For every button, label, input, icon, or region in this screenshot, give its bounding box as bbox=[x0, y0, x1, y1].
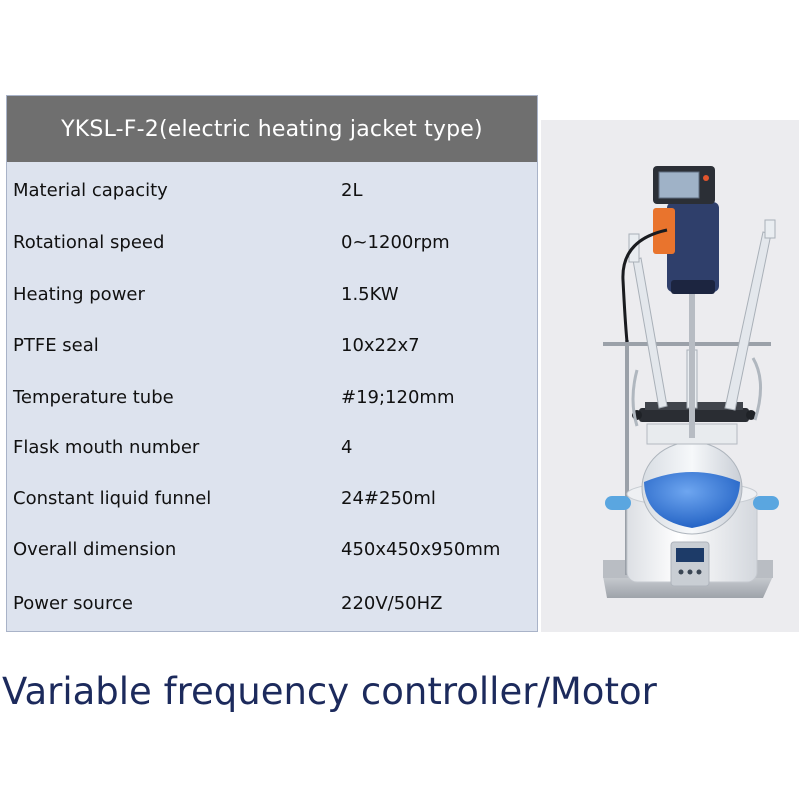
spec-value: 450x450x950mm bbox=[341, 538, 501, 560]
spec-value: 220V/50HZ bbox=[341, 592, 443, 614]
spec-label: Temperature tube bbox=[13, 386, 174, 408]
stirrer-motor bbox=[667, 202, 719, 292]
spec-label: Heating power bbox=[13, 283, 145, 305]
glass-reactor-illustration bbox=[603, 166, 779, 598]
spec-label: Flask mouth number bbox=[13, 436, 200, 458]
spec-label: Power source bbox=[13, 592, 133, 614]
spec-value: 24#250ml bbox=[341, 487, 436, 509]
spec-row-material-capacity: Material capacity 2L bbox=[7, 175, 537, 205]
mantle-handle-left bbox=[605, 496, 631, 510]
spec-rows: Material capacity 2L Rotational speed 0~… bbox=[7, 162, 537, 633]
spec-row-ptfe-seal: PTFE seal 10x22x7 bbox=[7, 330, 537, 360]
spec-table-title: YKSL-F-2(electric heating jacket type) bbox=[61, 116, 483, 142]
spec-label: PTFE seal bbox=[13, 334, 99, 356]
spec-value: #19;120mm bbox=[341, 386, 455, 408]
spec-value: 0~1200rpm bbox=[341, 231, 450, 253]
condenser-left bbox=[632, 257, 668, 409]
spec-value: 2L bbox=[341, 179, 363, 201]
spec-row-temperature-tube: Temperature tube #19;120mm bbox=[7, 382, 537, 412]
spec-row-constant-liquid-funnel: Constant liquid funnel 24#250ml bbox=[7, 483, 537, 513]
spec-label: Rotational speed bbox=[13, 231, 165, 253]
condenser-right bbox=[724, 231, 772, 411]
spec-row-heating-power: Heating power 1.5KW bbox=[7, 279, 537, 309]
spec-table: YKSL-F-2(electric heating jacket type) M… bbox=[6, 95, 538, 632]
spec-value: 10x22x7 bbox=[341, 334, 420, 356]
speed-controller-screen bbox=[658, 171, 700, 199]
spec-value: 4 bbox=[341, 436, 353, 458]
reactor-product-photo bbox=[541, 120, 799, 632]
spec-label: Overall dimension bbox=[13, 538, 177, 560]
spec-label: Material capacity bbox=[13, 179, 168, 201]
spec-table-header: YKSL-F-2(electric heating jacket type) bbox=[7, 96, 537, 162]
caption: Variable frequency controller/Motor bbox=[2, 670, 657, 713]
blue-liquid bbox=[644, 472, 740, 528]
spec-value: 1.5KW bbox=[341, 283, 399, 305]
stirrer-shaft bbox=[689, 288, 695, 438]
controller-display bbox=[676, 548, 704, 562]
spec-row-flask-mouth-number: Flask mouth number 4 bbox=[7, 432, 537, 462]
cross-bar bbox=[603, 342, 771, 346]
motor-cable bbox=[621, 228, 668, 343]
spec-row-power-source: Power source 220V/50HZ bbox=[7, 588, 537, 618]
spec-row-rotational-speed: Rotational speed 0~1200rpm bbox=[7, 227, 537, 257]
spec-row-overall-dimension: Overall dimension 450x450x950mm bbox=[7, 534, 537, 564]
mantle-handle-right bbox=[753, 496, 779, 510]
support-rod bbox=[625, 340, 629, 575]
spec-label: Constant liquid funnel bbox=[13, 487, 212, 509]
